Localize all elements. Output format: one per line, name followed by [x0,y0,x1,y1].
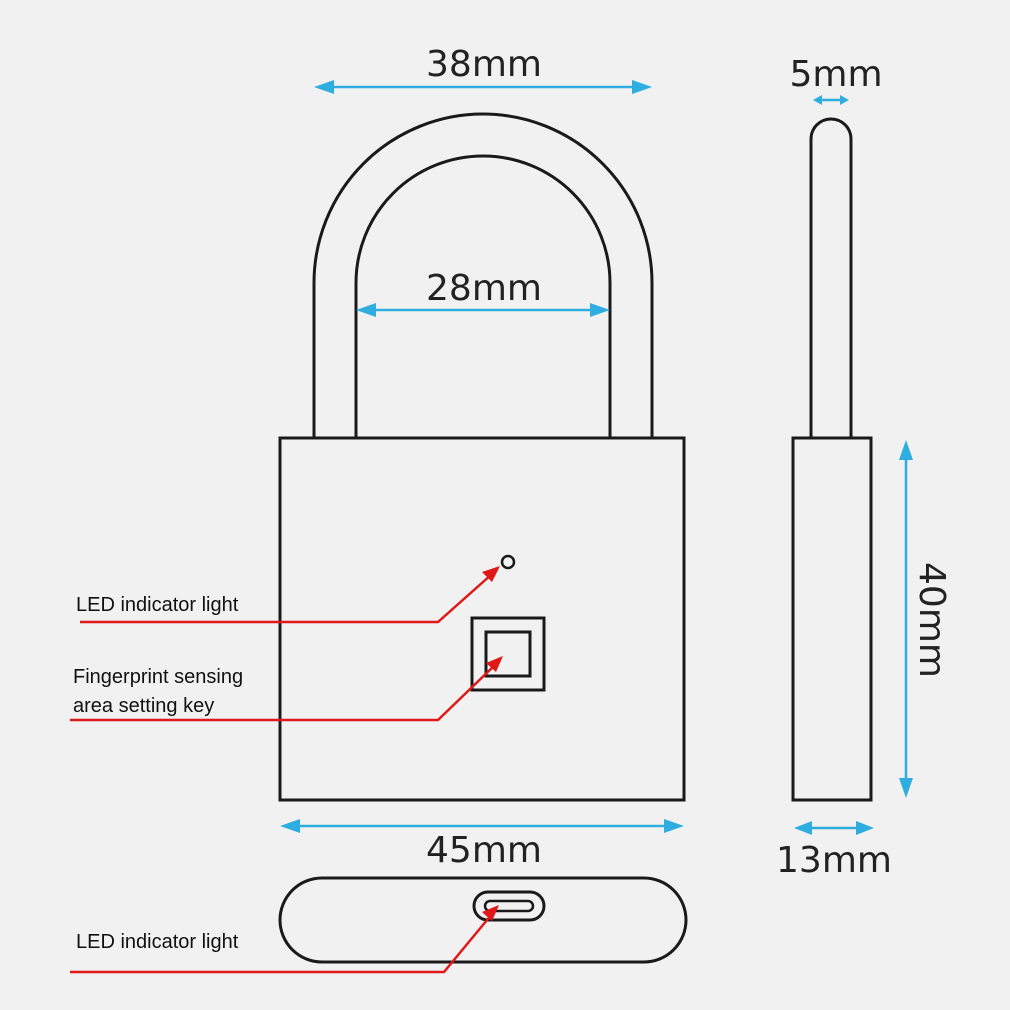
lock-body-side [791,436,873,802]
callout-label-led-front: LED indicator light [76,594,239,616]
dimension-label-40mm: 40mm [911,562,952,678]
callout-label-led-bottom: LED indicator light [76,931,239,953]
dimension-label-5mm: 5mm [789,54,882,95]
lock-body-bottom [278,876,688,964]
dimension-5mm: 5mm [789,54,883,105]
dimension-45mm: 45mm [280,819,684,871]
callout-led-front: LED indicator light [76,566,500,624]
callout-label-fingerprint-line1: Fingerprint sensing [73,666,243,688]
fingerprint-sensor-outer [470,616,546,692]
dimension-label-45mm: 45mm [426,830,542,871]
shackle-front-inner [354,154,612,438]
callout-led-bottom: LED indicator light [70,905,499,974]
shackle-front [312,112,654,438]
dimension-label-28mm: 28mm [426,268,542,309]
dimension-label-13mm: 13mm [776,840,892,881]
led-indicator-dot [500,554,516,570]
dimension-13mm: 13mm [776,821,892,881]
fingerprint-sensor-inner [484,630,532,678]
dimension-label-38mm: 38mm [426,44,542,85]
shackle-side [809,117,853,438]
dimension-38mm: 38mm [314,44,652,94]
usb-port-outer [472,890,546,922]
usb-port-inner [483,899,535,913]
callout-fingerprint: Fingerprint sensing area setting key [70,656,503,722]
dimension-28mm: 28mm [356,268,610,317]
callout-label-fingerprint-line2: area setting key [73,695,214,717]
dimension-40mm: 40mm [899,440,952,798]
